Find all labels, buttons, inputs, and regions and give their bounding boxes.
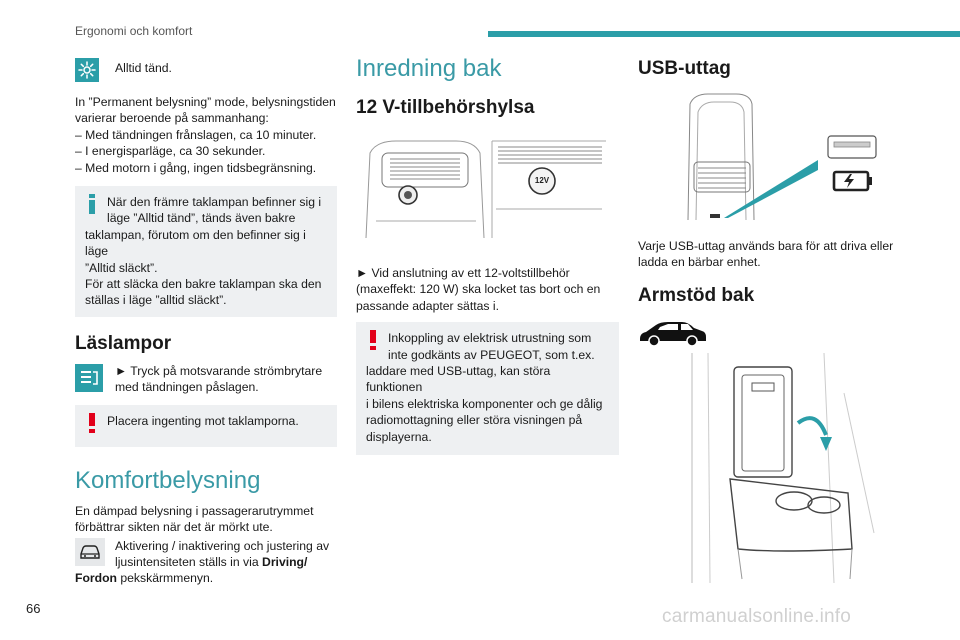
info-note-line: läge ”Alltid tänd”, tänds även bakre	[107, 211, 296, 226]
reading-lamp-icon	[75, 363, 103, 392]
comfort-setting-line2: ljusintensiteten ställs in via Driving/	[115, 554, 307, 570]
comfort-setting-text: ljusintensiteten ställs in via	[115, 554, 259, 569]
socket-instruction-line: (maxeffekt: 120 W) ska locket tas bort o…	[356, 282, 601, 297]
header-accent-bar	[488, 31, 960, 37]
armrest-illustration	[638, 352, 900, 583]
socket-instruction-line: ► Vid anslutning av ett 12-voltstillbehö…	[356, 266, 570, 280]
socket-instruction-line: passande adapter sättas i.	[356, 298, 499, 313]
car-settings-icon	[75, 537, 105, 566]
rear-armrest-heading: Armstöd bak	[638, 284, 755, 306]
driving-menu-label: Driving/	[262, 554, 308, 569]
column-1: Alltid tänd. In ”Permanent belysning” mo…	[75, 50, 337, 586]
comfort-setting-line3: Fordon pekskärmmenyn.	[75, 570, 337, 586]
armrest-drawing	[691, 352, 875, 583]
warning-exclamation-icon	[366, 330, 380, 352]
rear-interior-heading: Inredning bak	[356, 55, 502, 82]
sun-light-icon	[75, 58, 99, 82]
reading-instruction-line: med tändningen påslagen.	[115, 379, 259, 394]
socket-instruction: ► Vid anslutning av ett 12-voltstillbehö…	[356, 265, 619, 314]
comfort-setting-line: Aktivering / inaktivering och justering …	[115, 538, 330, 553]
permanent-intro: In ”Permanent belysning” mode, belysning…	[75, 95, 336, 126]
info-note-line: ställas i läge ”alltid släckt”.	[85, 293, 227, 308]
reading-instruction-line: ► Tryck på motsvarande strömbrytare	[115, 363, 323, 378]
socket-illustration: 12V	[356, 133, 619, 243]
info-note-line: ”Alltid släckt”.	[85, 260, 158, 275]
info-note-line: När den främre taklampan befinner sig i	[107, 195, 322, 210]
socket-warning-line: laddare med USB-uttag, kan störa funktio…	[366, 364, 551, 395]
usb-text-line: Varje USB-uttag används bara för att dri…	[638, 239, 894, 253]
reading-warning-note: Placera ingenting mot taklamporna.	[75, 404, 337, 447]
info-note: När den främre taklampan befinner sig i …	[75, 186, 337, 317]
socket-warning-line: i bilens elektriska komponenter och ge d…	[366, 396, 603, 411]
info-note-line: taklampan, förutom om den befinner sig i…	[85, 227, 306, 259]
comfort-text-line: förbättrar sikten när det är mörkt ute.	[75, 520, 273, 535]
page-number: 66	[26, 601, 41, 616]
usb-text: Varje USB-uttag används bara för att dri…	[638, 238, 900, 271]
permanent-item: – I energisparläge, ca 30 sekunder.	[75, 144, 266, 159]
comfort-setting-row: Aktivering / inaktivering och justering …	[75, 537, 337, 570]
socket-12v-label: 12V	[534, 176, 550, 185]
usb-drawing	[687, 93, 877, 221]
usb-illustration	[638, 92, 900, 222]
always-on-label: Alltid tänd.	[115, 61, 172, 75]
comfort-text-line: En dämpad belysning i passagerarutrymmet	[75, 503, 314, 518]
always-on-row: Alltid tänd.	[75, 50, 337, 84]
comfort-lighting-heading: Komfortbelysning	[75, 466, 261, 494]
column-2: Inredning bak 12 V-tillbehörshylsa	[356, 50, 619, 456]
header-section-title: Ergonomi och komfort	[75, 24, 193, 38]
socket-warning-line: inte godkänts av PEUGEOT, som t.ex.	[388, 347, 595, 362]
fordon-menu-label: Fordon	[75, 570, 117, 585]
car-silhouette-row	[638, 319, 900, 347]
comfort-setting-end: pekskärmmenyn.	[120, 570, 214, 585]
reading-instruction-row: ► Tryck på motsvarande strömbrytare med …	[75, 363, 337, 397]
warning-exclamation-icon	[85, 412, 99, 435]
socket-warning-line: Inkoppling av elektrisk utrustning som	[388, 331, 592, 346]
socket-drawing	[365, 140, 606, 239]
watermark: carmanualsonline.info	[662, 606, 852, 627]
column-3: USB-uttag Varje USB-uttag används bara f…	[638, 50, 900, 583]
permanent-item: – Med motorn i gång, ingen tidsbegränsni…	[75, 160, 317, 175]
reading-lamps-heading: Läslampor	[75, 332, 172, 354]
info-icon	[85, 194, 99, 216]
socket-warning-line: radiomottagning eller störa visningen på	[366, 413, 583, 428]
info-note-line: För att släcka den bakre taklampan ska d…	[85, 277, 322, 292]
permanent-item: – Med tändningen frånslagen, ca 10 minut…	[75, 127, 317, 142]
usb-text-line: ladda en bärbar enhet.	[638, 255, 761, 270]
socket-warning-line: displayerna.	[366, 429, 432, 444]
usb-heading: USB-uttag	[638, 58, 731, 79]
car-silhouette-icon	[640, 321, 706, 347]
accessory-socket-heading: 12 V-tillbehörshylsa	[356, 97, 535, 118]
reading-warning-text: Placera ingenting mot taklamporna.	[107, 413, 299, 428]
socket-warning-note: Inkoppling av elektrisk utrustning som i…	[356, 322, 619, 456]
